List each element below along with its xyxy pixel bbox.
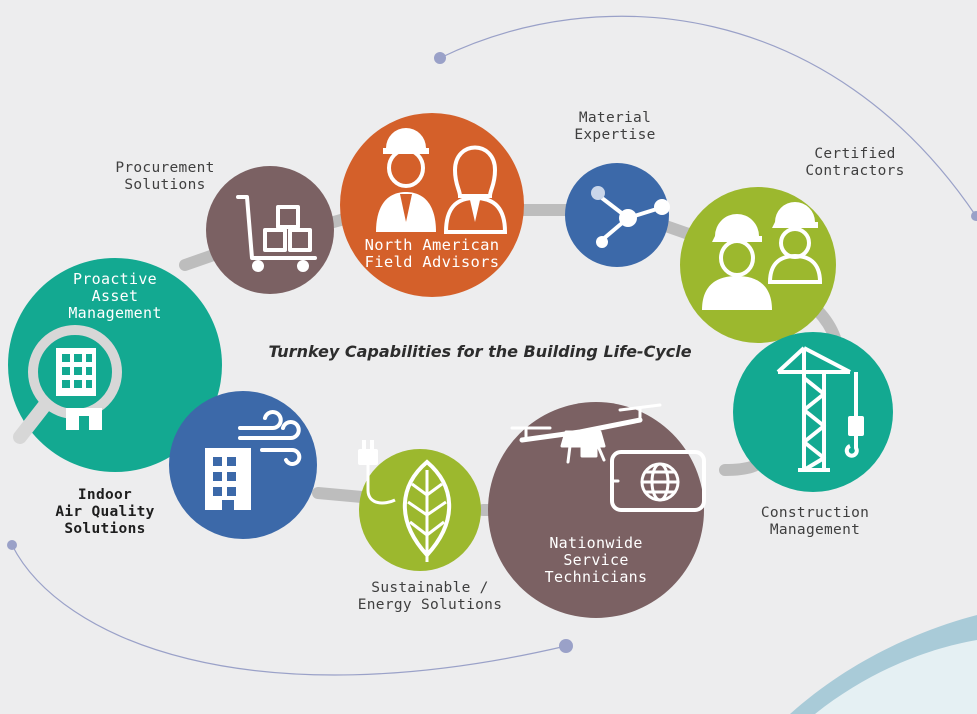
orbit-arc-top: [439, 15, 977, 217]
node-material: [565, 163, 670, 267]
orbit-dot: [7, 540, 17, 550]
node-sustainable: [358, 440, 481, 571]
node-service: [488, 402, 706, 618]
advisors-icon: [376, 128, 508, 234]
node-proactive-asset: [8, 258, 222, 472]
label-sustainable: Sustainable /Energy Solutions: [357, 580, 503, 613]
building-wind-icon: [205, 410, 302, 510]
diagram-caption: Turnkey Capabilities for the Building Li…: [268, 342, 692, 361]
orbit-dot: [434, 52, 446, 64]
orbit-dot: [971, 211, 977, 221]
orbit-arc-bottom: [11, 544, 567, 676]
node-field-advisors: [340, 113, 524, 297]
contractors-icon: [702, 202, 823, 310]
magnifier-building-icon: [13, 325, 122, 444]
decorative-wave-highlight: [815, 640, 977, 714]
drone-tablet-icon: [510, 403, 706, 512]
cart-boxes-icon: [236, 195, 317, 272]
node-certified: [680, 187, 836, 343]
node-procurement: [206, 166, 334, 294]
leaf-plug-icon: [358, 440, 452, 562]
molecule-icon: [591, 186, 670, 248]
orbit-dot: [559, 639, 573, 653]
crane-icon: [776, 346, 864, 472]
node-air-quality: [169, 391, 317, 539]
node-construction: [733, 332, 893, 492]
